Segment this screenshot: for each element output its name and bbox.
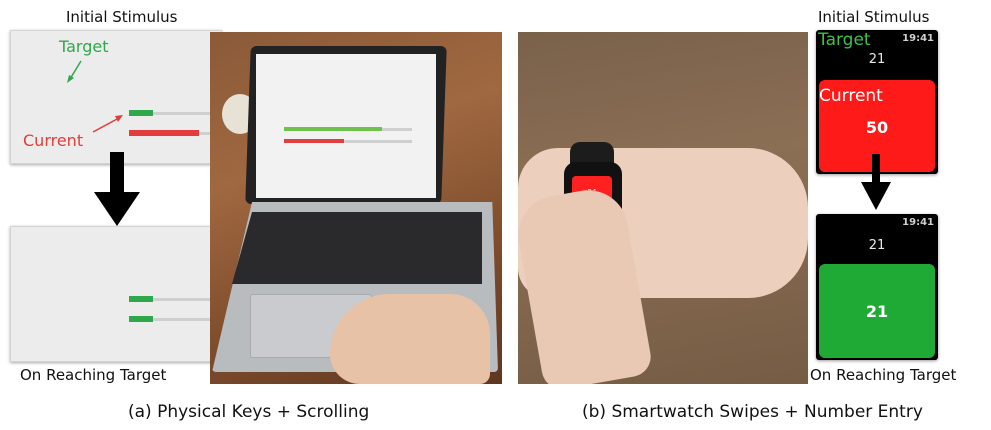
watch-target-value-initial: 21 [868,52,886,67]
target-bar-final [129,296,221,302]
smartwatch-photo: 24 [518,32,808,384]
reaching-target-label-left: On Reaching Target [20,366,167,384]
watch-time-final: 19:41 [902,217,934,228]
watch-target-value-final: 21 [868,238,886,253]
down-arrow-left-shaft [110,152,124,194]
current-annotation-label: Current [23,131,84,150]
initial-stimulus-label-left: Initial Stimulus [66,8,178,26]
current-bar-final [129,316,221,322]
current-bar-fill [129,130,199,136]
reaching-target-screenshot [10,226,222,362]
target-bar [129,110,221,116]
initial-stimulus-screenshot: Target Current [10,30,222,164]
figure-caption-b: (b) Smartwatch Swipes + Number Entry [582,402,923,422]
watch-target-label: Target [818,30,871,50]
watch-final-screen: 19:41 21 21 [816,214,938,360]
down-arrow-left-head [94,192,140,226]
initial-stimulus-label-right: Initial Stimulus [818,8,930,26]
target-arrow [67,60,82,83]
target-annotation-label: Target [59,37,109,56]
current-bar [129,130,221,136]
laptop-keyboard [232,212,482,284]
watch-current-label: Current [819,86,883,106]
down-arrow-right-shaft [872,154,880,184]
hand-shape [330,294,490,384]
screen-green-bar [284,127,412,131]
target-bar-final-fill [129,296,153,302]
reaching-target-label-right: On Reaching Target [810,366,957,384]
screen-red-bar [284,139,412,143]
current-bar-final-fill [129,316,153,322]
watch-current-value-final: 21 [865,302,889,321]
figure-caption-a: (a) Physical Keys + Scrolling [128,402,370,422]
laptop-photo [210,32,502,384]
watch-time-initial: 19:41 [902,33,934,44]
watch-current-value-initial: 50 [865,118,889,137]
down-arrow-right-head [861,182,891,210]
watch-current-box-final: 21 [819,264,935,358]
current-arrow [92,115,123,133]
target-bar-fill [129,110,153,116]
laptop-screen [256,54,436,198]
watch-initial-screen: Target 19:41 21 Current 50 [816,30,938,174]
